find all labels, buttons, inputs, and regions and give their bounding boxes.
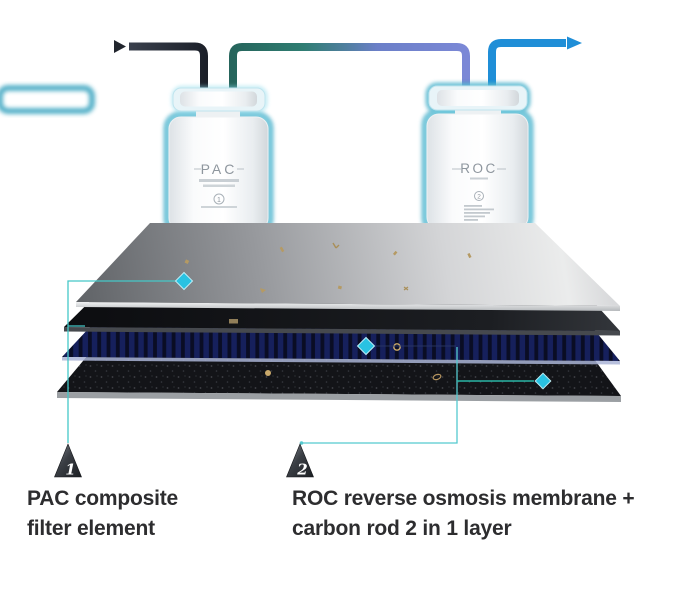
pipes (114, 36, 582, 95)
callout-one: 1 (54, 271, 194, 479)
callout-two-label-line1: ROC reverse osmosis membrane + (292, 487, 635, 510)
callout-one-label-line1: PAC composite (27, 487, 179, 510)
roc-bottle-label: ROC 2 (452, 161, 506, 221)
transfer-pipe (229, 43, 470, 95)
outlet-arrow-icon (567, 36, 582, 50)
callout-one-label-line2: filter element (27, 517, 155, 540)
black-layer-mark (229, 319, 238, 324)
pac-badge-number: 1 (217, 197, 221, 204)
membrane-particle (393, 343, 401, 351)
inlet-arrow-icon (114, 40, 126, 53)
roc-label-text: ROC (460, 161, 498, 176)
callout-two: 2 (286, 336, 552, 479)
callout-two-number: 2 (296, 461, 307, 479)
carbon-particle (265, 370, 271, 376)
callout-two-line (302, 347, 458, 444)
layer-top-rim (76, 302, 620, 311)
roc-badge-number: 2 (477, 194, 481, 201)
pac-label-text: PAC (201, 161, 238, 177)
pac-badge-circle (213, 193, 225, 205)
callout-one-line (67, 280, 184, 443)
inlet-pipe (129, 42, 208, 95)
callout-two-diamond-membrane-icon (356, 336, 376, 356)
callout-two-triangle-icon (286, 443, 314, 478)
layer-black-rim (64, 327, 620, 336)
carbon-particle (432, 373, 442, 381)
callout-two-label: ROC reverse osmosis membrane + carbon ro… (292, 484, 635, 544)
callout-one-label: PAC composite filter element (27, 484, 178, 544)
layer-top-cover (76, 223, 620, 311)
callout-one-diamond-icon (174, 271, 194, 291)
callout-one-number: 1 (65, 461, 75, 479)
layer-carbon-rim (57, 392, 621, 402)
roc-badge-circle (474, 191, 484, 201)
outlet-pipe (488, 39, 566, 92)
callout-two-label-line2: carbon rod 2 in 1 layer (292, 517, 512, 540)
pac-bottle-label: PAC 1 (194, 161, 244, 208)
callout-two-diamond-carbon-icon (534, 372, 552, 390)
pac-bottle: PAC 1 (0, 85, 273, 235)
layer-membrane-rim (62, 357, 620, 365)
cover-particles (184, 242, 472, 293)
roc-bottle: ROC 2 (422, 83, 533, 234)
callout-one-triangle-icon (54, 443, 82, 478)
